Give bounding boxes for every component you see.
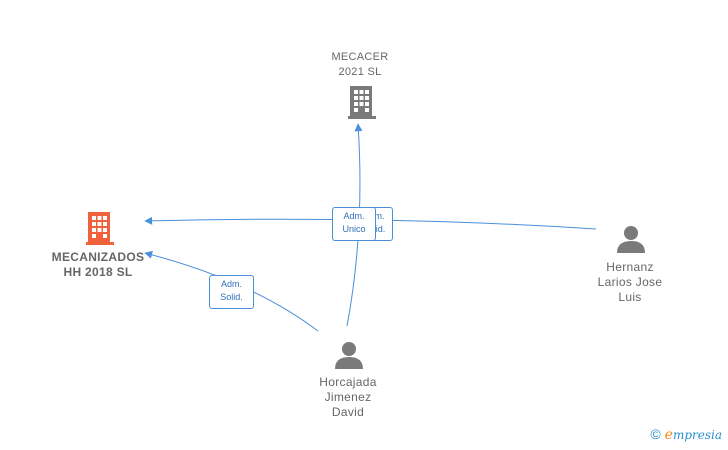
edge-label-line2: Solid.: [220, 292, 243, 302]
person-name-line2: Jimenez: [324, 390, 372, 404]
company-label-mecanizados[interactable]: MECANIZADOS HH 2018 SL: [46, 250, 150, 280]
brand-logo-letter: e: [664, 427, 673, 443]
brand-logo-text: mpresia: [672, 428, 722, 442]
edge-label-adm-solid[interactable]: Adm. Solid.: [209, 275, 254, 309]
edge-label-adm-unico[interactable]: Adm. Unico: [332, 207, 376, 241]
person-name-line2: Larios Jose: [597, 275, 663, 289]
building-icon[interactable]: [346, 84, 378, 120]
person-name-line3: David: [331, 405, 365, 419]
company-name-line1: MECANIZADOS: [51, 250, 145, 264]
person-label-hernanz[interactable]: Hernanz Larios Jose Luis: [580, 260, 680, 305]
person-name-line3: Luis: [618, 290, 642, 304]
brand-footer[interactable]: ©empresia: [650, 426, 722, 443]
company-label-mecacer[interactable]: MECACER 2021 SL: [318, 50, 402, 80]
person-icon[interactable]: [333, 340, 365, 370]
company-name-line2: HH 2018 SL: [63, 265, 133, 279]
building-icon[interactable]: [84, 210, 116, 246]
edge-label-line2: Unico: [342, 224, 366, 234]
edge-label-line1: Adm.: [343, 211, 365, 221]
company-name-line2: 2021 SL: [338, 66, 382, 78]
copyright-icon: ©: [650, 426, 661, 442]
person-icon[interactable]: [615, 224, 647, 254]
person-label-horcajada[interactable]: Horcajada Jimenez David: [296, 375, 400, 420]
edge-label-line1: Adm.: [220, 279, 242, 289]
company-name-line1: MECACER: [331, 51, 389, 63]
person-name-line1: Horcajada: [319, 375, 377, 389]
person-name-line1: Hernanz: [606, 260, 654, 274]
